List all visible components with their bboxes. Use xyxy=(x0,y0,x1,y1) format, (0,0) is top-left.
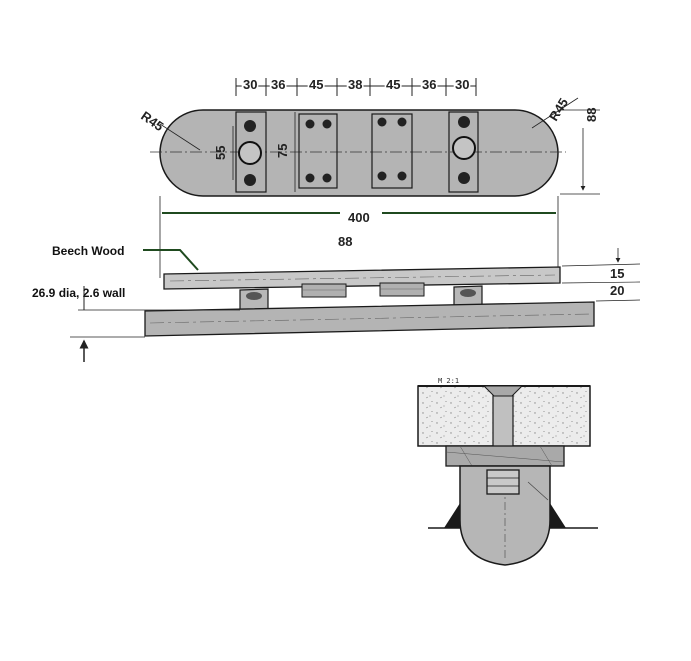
spacing-labels: 30 36 45 38 45 36 30 xyxy=(242,76,471,94)
detail-scale-note: M 2:1 xyxy=(438,377,459,385)
tube-spec-label: 26.9 dia, 2.6 wall xyxy=(32,286,125,300)
bolt-holes xyxy=(244,116,470,186)
pad-right xyxy=(448,111,479,193)
spacing-label-4: 38 xyxy=(348,77,362,92)
pad-inner-right xyxy=(371,113,413,189)
pad-left xyxy=(235,111,267,193)
dim-75: 75 xyxy=(275,144,290,158)
beech-wood-label: Beech Wood xyxy=(52,244,124,258)
side-88-label: 88 xyxy=(338,234,352,249)
spacing-label-7: 30 xyxy=(455,77,469,92)
radius-left-label: R45 xyxy=(138,108,166,134)
detail-tube-cup xyxy=(459,465,551,566)
spacing-label-1: 30 xyxy=(243,77,257,92)
mount-block-left xyxy=(301,283,347,298)
dim-55: 55 xyxy=(213,146,228,160)
beech-wood-leader xyxy=(143,249,199,271)
detail-steel-plate xyxy=(445,445,565,467)
spacing-label-5: 45 xyxy=(386,77,400,92)
top-view: 30 36 45 38 45 36 30 xyxy=(138,76,600,278)
pad-inner-left xyxy=(298,113,338,189)
spacing-label-2: 36 xyxy=(271,77,285,92)
wood-plank xyxy=(163,266,561,290)
side-view: 88 Beech Wood 15 20 26.9 dia, 2.6 wall xyxy=(32,234,641,362)
tube-hole-right xyxy=(452,136,476,160)
radius-right-label: R45 xyxy=(546,95,571,123)
base-plank xyxy=(144,301,595,337)
thickness-15-label: 15 xyxy=(610,266,624,281)
thickness-20-label: 20 xyxy=(610,283,624,298)
spacing-label-3: 45 xyxy=(309,77,323,92)
detail-view: M 2:1 xyxy=(417,377,598,566)
mounting-pads xyxy=(235,111,479,193)
mount-block-right xyxy=(379,282,425,297)
tube-hole-left xyxy=(238,141,262,165)
spacing-dimension-chain xyxy=(235,78,477,96)
width-88-label: 88 xyxy=(584,108,599,122)
spacing-label-6: 36 xyxy=(422,77,436,92)
overall-length-label: 400 xyxy=(348,210,370,225)
detail-nut xyxy=(486,469,520,495)
base-plate-top xyxy=(159,109,559,197)
